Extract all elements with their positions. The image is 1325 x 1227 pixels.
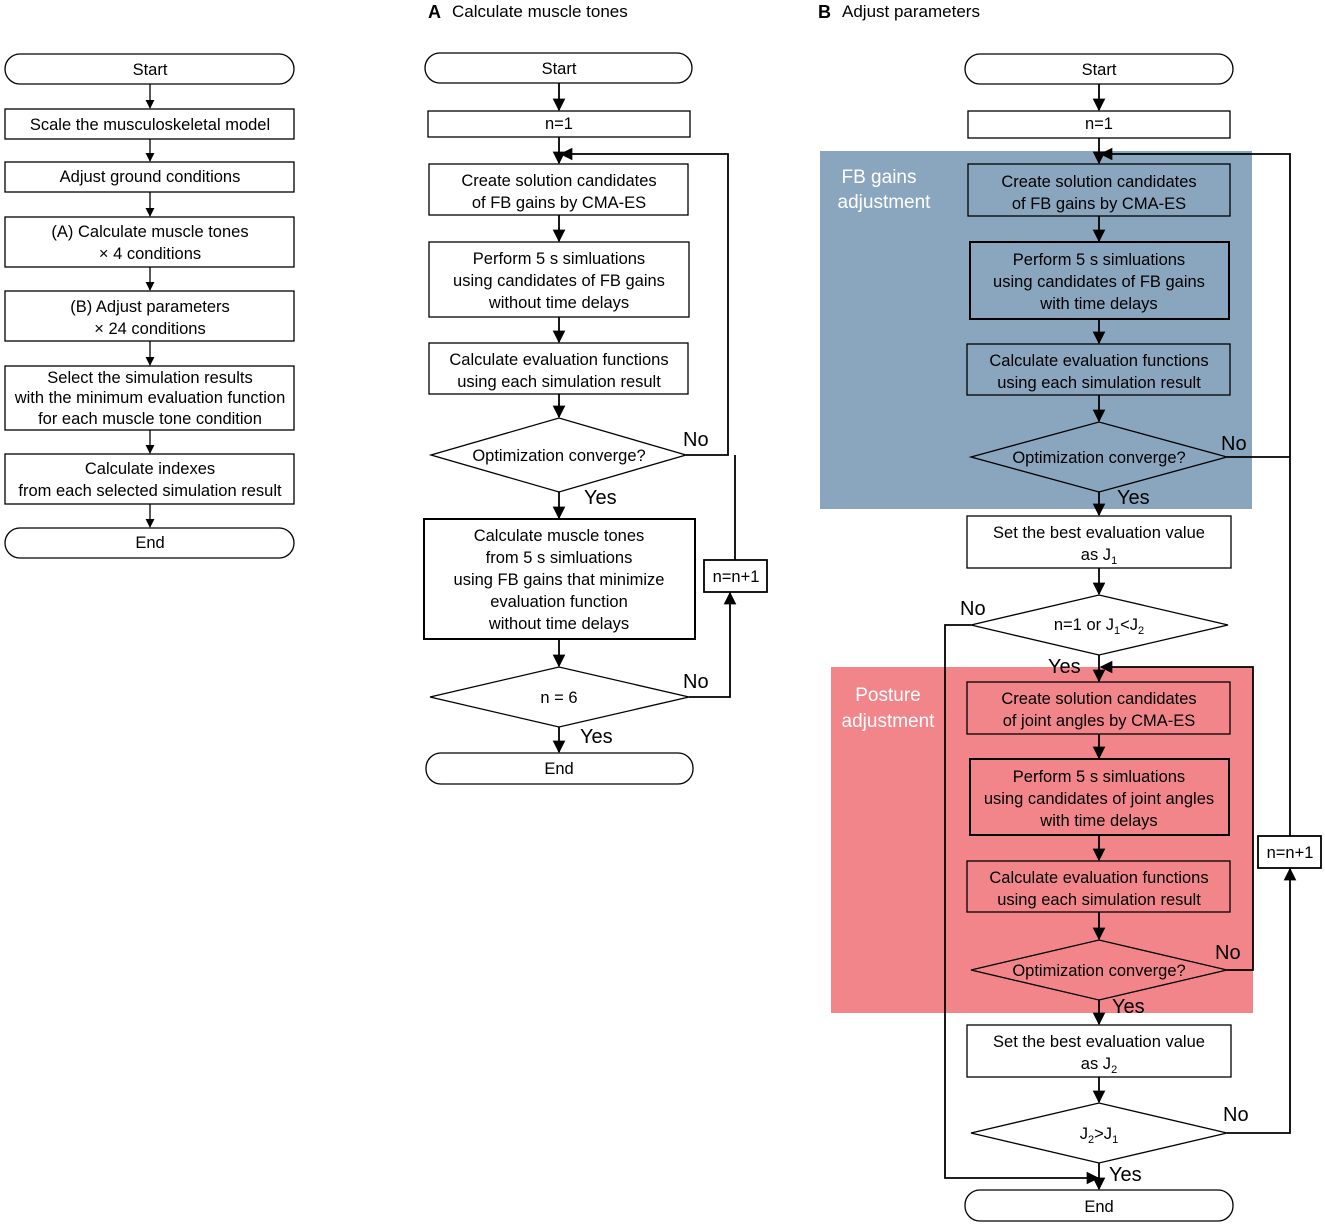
panel-a-shapes: [423, 52, 768, 785]
b-perform2-1: Perform 5 s simluations: [1013, 768, 1185, 786]
a-create-1: Create solution candidates: [461, 172, 656, 190]
panel-b-shapes: [964, 53, 1322, 1222]
b-yes-1: Yes: [1117, 487, 1150, 509]
overview-ground: Adjust ground conditions: [60, 168, 241, 186]
b-converge1: Optimization converge?: [1012, 449, 1185, 467]
a-end: End: [544, 760, 573, 778]
b-create2-2: of joint angles by CMA-ES: [1003, 712, 1196, 730]
b-no-3: No: [1215, 942, 1241, 964]
a-tones-2: from 5 s simluations: [486, 549, 633, 567]
b-create1-2: of FB gains by CMA-ES: [1012, 195, 1186, 213]
overview-muscle-tones: (A) Calculate muscle tones: [51, 223, 248, 241]
overview-indexes-2: from each selected simulation result: [18, 482, 282, 500]
b-converge2: Optimization converge?: [1012, 962, 1185, 980]
b-no-2: No: [960, 598, 986, 620]
overview-end: End: [135, 534, 164, 552]
a-yes-1: Yes: [584, 487, 617, 509]
b-perform1-2: using candidates of FB gains: [993, 273, 1205, 291]
b-no-1: No: [1221, 433, 1247, 455]
panel-b-letter: B: [818, 2, 831, 22]
a-create-2: of FB gains by CMA-ES: [472, 194, 646, 212]
b-best2-2: as J2: [1081, 1055, 1117, 1076]
panel-a-arrows: [552, 83, 737, 754]
a-converge: Optimization converge?: [472, 447, 645, 465]
a-tones-3: using FB gains that minimize: [454, 571, 665, 589]
fb-region-label: FB gains: [842, 167, 917, 188]
b-calc2-2: using each simulation result: [997, 891, 1201, 909]
a-no-2: No: [683, 671, 709, 693]
b-create2-1: Create solution candidates: [1001, 690, 1196, 708]
b-best2-1: Set the best evaluation value: [993, 1033, 1205, 1051]
b-cond: n=1 or J1<J2: [1054, 616, 1144, 637]
a-perform-1: Perform 5 s simluations: [473, 250, 645, 268]
b-perform2-3: with time delays: [1039, 812, 1157, 830]
b-n1: n=1: [1085, 115, 1113, 133]
posture-region: [831, 667, 1253, 1013]
b-end: End: [1084, 1198, 1113, 1216]
a-no-1: No: [683, 429, 709, 451]
overview-adjust: (B) Adjust parameters: [70, 298, 230, 316]
overview-start: Start: [133, 61, 168, 79]
b-no-4: No: [1223, 1104, 1249, 1126]
overview-select-1: Select the simulation results: [47, 369, 252, 387]
b-best1-1: Set the best evaluation value: [993, 524, 1205, 542]
b-perform2-2: using candidates of joint angles: [984, 790, 1214, 808]
panel-a-letter: A: [428, 2, 441, 22]
overview-scale: Scale the musculoskeletal model: [30, 116, 270, 134]
fb-region-label-2: adjustment: [838, 192, 932, 213]
b-calc2-1: Calculate evaluation functions: [989, 869, 1208, 887]
panel-b-arrows: [944, 84, 1297, 1191]
a-yes-2: Yes: [580, 726, 613, 748]
b-best1-2: as J1: [1081, 546, 1117, 567]
a-perform-2: using candidates of FB gains: [453, 272, 665, 290]
posture-region-label: Posture: [855, 685, 920, 706]
overview-muscle-tones-count: × 4 conditions: [99, 245, 201, 263]
b-perform1-1: Perform 5 s simluations: [1013, 251, 1185, 269]
panel-a-title: Calculate muscle tones: [452, 2, 628, 21]
overview-adjust-count: × 24 conditions: [94, 320, 205, 338]
posture-region-label-2: adjustment: [842, 711, 936, 732]
b-calc1-1: Calculate evaluation functions: [989, 352, 1208, 370]
a-tones-4: evaluation function: [490, 593, 628, 611]
a-increment: n=n+1: [713, 568, 760, 586]
a-tones-1: Calculate muscle tones: [474, 527, 645, 545]
b-perform1-3: with time delays: [1039, 295, 1157, 313]
a-start: Start: [542, 60, 577, 78]
b-yes-2: Yes: [1048, 656, 1081, 678]
b-comp: J2>J1: [1080, 1125, 1118, 1146]
a-calc-1: Calculate evaluation functions: [449, 351, 668, 369]
overview-select-3: for each muscle tone condition: [38, 410, 262, 428]
overview-select-2: with the minimum evaluation function: [14, 389, 286, 407]
a-tones-5: without time delays: [488, 615, 629, 633]
a-perform-3: without time delays: [488, 294, 629, 312]
b-yes-3: Yes: [1112, 996, 1145, 1018]
b-create1-1: Create solution candidates: [1001, 173, 1196, 191]
a-n1: n=1: [545, 115, 573, 133]
b-start: Start: [1082, 61, 1117, 79]
a-n6: n = 6: [540, 689, 577, 707]
b-yes-4: Yes: [1109, 1164, 1142, 1186]
overview-indexes-1: Calculate indexes: [85, 460, 215, 478]
a-calc-2: using each simulation result: [457, 373, 661, 391]
b-increment: n=n+1: [1267, 844, 1314, 862]
fb-gains-region: [820, 151, 1252, 509]
panel-b-title: Adjust parameters: [842, 2, 980, 21]
b-calc1-2: using each simulation result: [997, 374, 1201, 392]
